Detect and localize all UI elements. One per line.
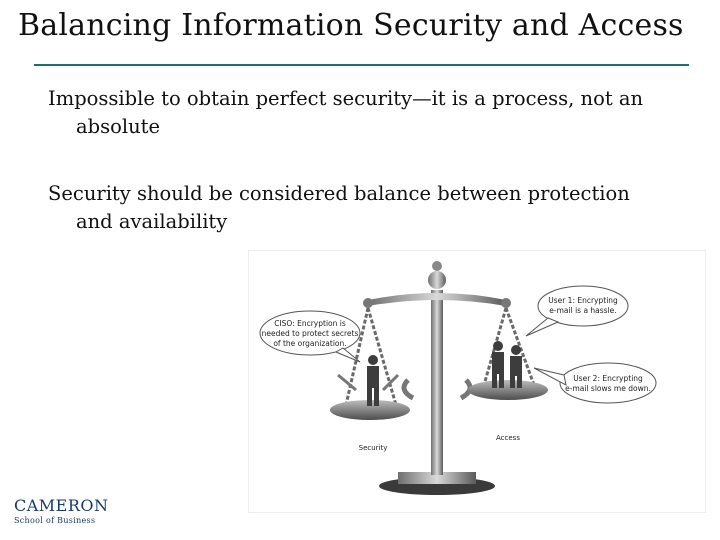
user2-speech-bubble: User 2: Encrypting e-mail slows me down.: [533, 362, 657, 404]
ciso-quote-line-3: of the organization.: [273, 339, 346, 348]
left-chains: [344, 307, 398, 406]
user1-quote-line-1: User 1: Encrypting: [548, 296, 618, 305]
user1-quote-line-2: e-mail is a hassle.: [549, 306, 616, 315]
slide-title: Balancing Information Security and Acces…: [18, 8, 684, 43]
ciso-quote-line-2: needed to protect secrets: [262, 329, 359, 338]
title-divider: [34, 64, 689, 66]
ciso-quote-line-1: CISO: Encryption is: [274, 319, 346, 328]
user2-quote-line-1: User 2: Encrypting: [573, 374, 643, 383]
user2-quote-line-2: e-mail slows me down.: [565, 384, 651, 393]
ciso-speech-bubble: CISO: Encryption is needed to protect se…: [259, 310, 361, 363]
user1-speech-bubble: User 1: Encrypting e-mail is a hassle.: [525, 285, 629, 337]
right-chains: [482, 307, 536, 386]
balance-scale-illustration: CISO: Encryption is needed to protect se…: [248, 250, 706, 513]
scale-beam: [368, 293, 506, 306]
security-label: Security: [359, 444, 388, 452]
school-logo: CAMERON School of Business: [14, 496, 109, 530]
bullet-2-line-1: Security should be considered balance be…: [48, 182, 630, 205]
bullet-1-line-1: Impossible to obtain perfect security—it…: [48, 87, 644, 110]
left-pan: [330, 400, 410, 420]
bullet-1: Impossible to obtain perfect security—it…: [48, 85, 688, 141]
user-figures: [492, 341, 522, 388]
access-label: Access: [496, 434, 520, 442]
scale-pillar: [431, 290, 443, 475]
bullet-1-line-2: absolute: [76, 115, 161, 138]
scale-drawing: CISO: Encryption is needed to protect se…: [248, 250, 706, 513]
logo-name: CAMERON: [14, 496, 109, 515]
ciso-figure: [367, 355, 379, 406]
bullet-2-line-2: and availability: [76, 210, 228, 233]
logo-subtitle: School of Business: [14, 516, 96, 525]
bullet-2: Security should be considered balance be…: [48, 180, 688, 236]
right-pan: [468, 380, 548, 400]
scale-base-plate: [398, 472, 476, 484]
